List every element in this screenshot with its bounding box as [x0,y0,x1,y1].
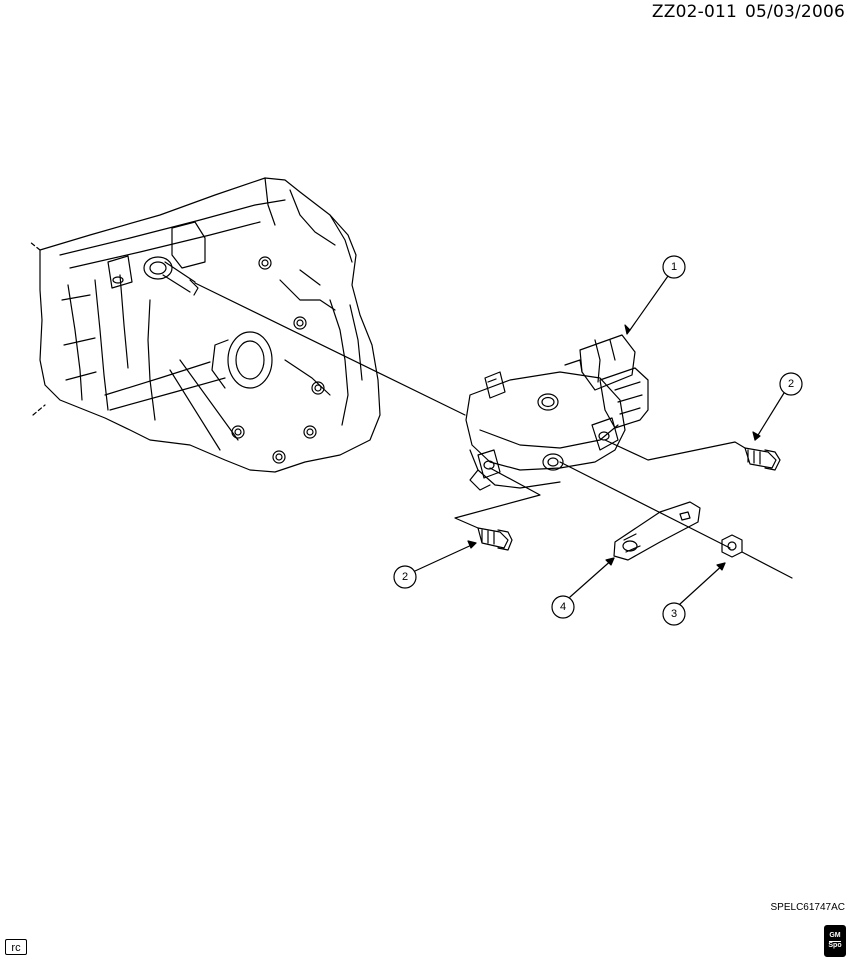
callout-number-2-right: 2 [788,378,794,390]
callout-number-2-left: 2 [402,571,408,583]
callout-number-4: 4 [560,601,566,613]
callout-2-right [752,372,803,441]
nut-centerline [741,551,793,579]
transaxle-case [29,177,381,473]
figure-code: SPELC61747AC [770,902,846,913]
callout-number-3: 3 [671,608,677,620]
figure-date: 05/03/2006 [745,2,845,22]
gm-spo-logo: GM Spo [824,925,846,957]
bolt-left-leader [454,467,541,529]
shift-lever [613,501,701,561]
shaft-centerline [194,282,466,416]
figure-id: ZZ02-011 [651,2,738,22]
figure-header: ZZ02-011 05/03/2006 [652,2,845,22]
callout-3 [662,562,726,626]
callout-number-1: 1 [671,261,677,273]
position-switch [465,334,649,491]
callout-2-left [393,540,477,589]
gm-logo-bottom: Spo [828,942,842,949]
lever-centerline [559,461,731,549]
gm-logo-top: GM [829,932,841,942]
callout-1 [624,255,686,335]
bolt-left [477,527,513,551]
bolt-right-leader [604,439,746,461]
callout-4 [551,557,615,619]
bolt-right [744,447,781,471]
rc-badge: rc [5,939,27,955]
